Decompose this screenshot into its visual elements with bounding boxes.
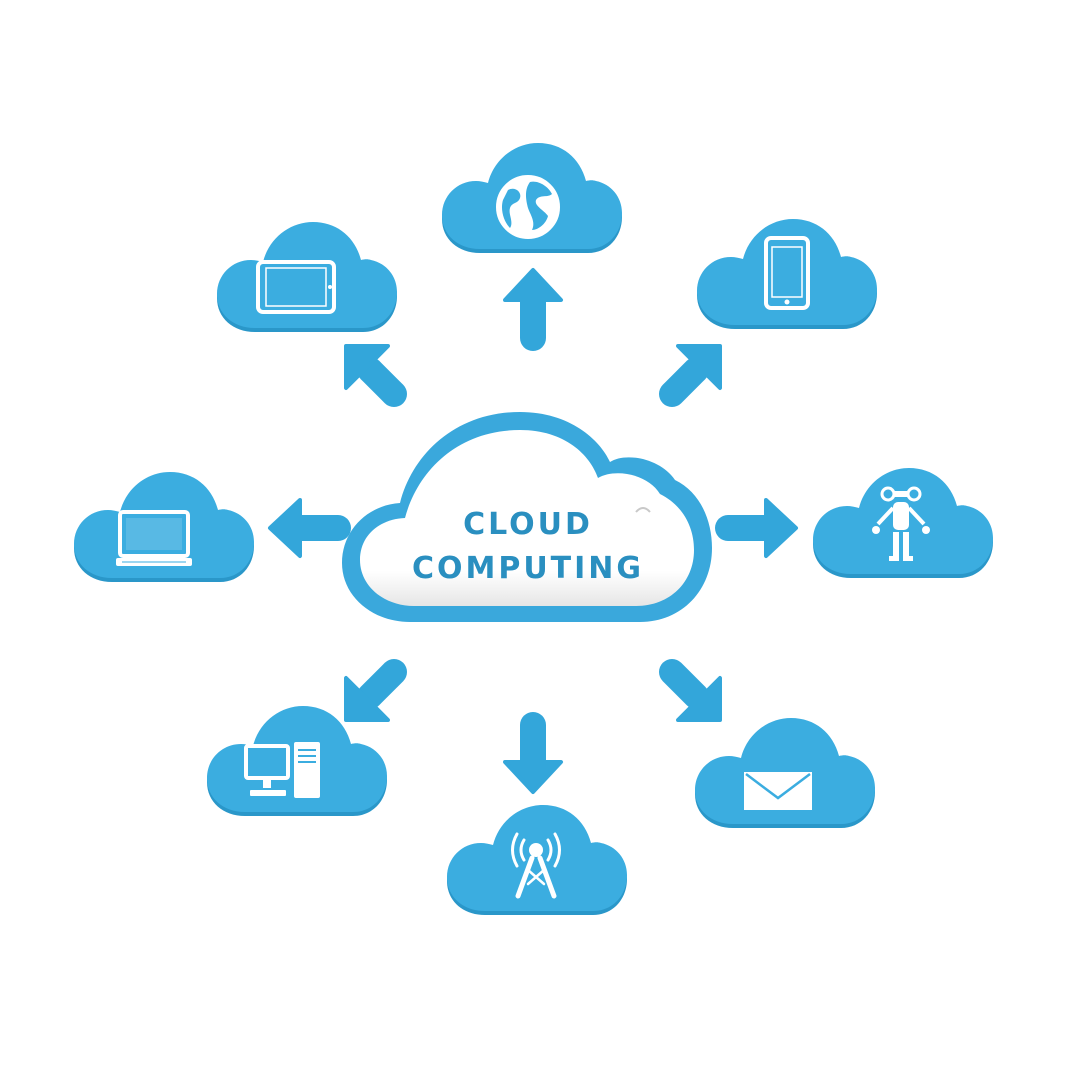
center-title-line2: COMPUTING [412,551,644,586]
arrow-down-left [344,659,407,722]
arrow-right [715,498,798,558]
laptop-icon [116,510,192,566]
center-cloud: CLOUD COMPUTING [342,412,712,622]
cloud-desktop [207,706,387,816]
center-title-line1: CLOUD [463,507,593,542]
smartphone-icon [764,236,810,310]
cloud-globe [442,143,622,253]
arrow-up [503,268,563,351]
cloud-robot [813,468,993,578]
cloud-envelope [695,718,875,828]
center-cloud-highlight [635,507,651,513]
arrows [268,268,798,794]
arrow-down-right [659,659,722,722]
antenna-tower-icon [511,832,561,899]
arrow-down [503,712,563,794]
center-cloud-body [360,430,694,606]
desktop-computer-icon [244,742,320,798]
cloud-smartphone [697,219,877,329]
arrow-left [268,498,351,558]
arrow-up-left [344,344,407,407]
robot-icon [872,486,930,561]
globe-icon [496,175,560,239]
cloud-antenna [447,805,627,915]
cloud-tablet [217,222,397,332]
tablet-icon [256,260,336,314]
envelope-icon [744,772,812,810]
arrow-up-right [659,344,722,407]
cloud-laptop [74,472,254,582]
